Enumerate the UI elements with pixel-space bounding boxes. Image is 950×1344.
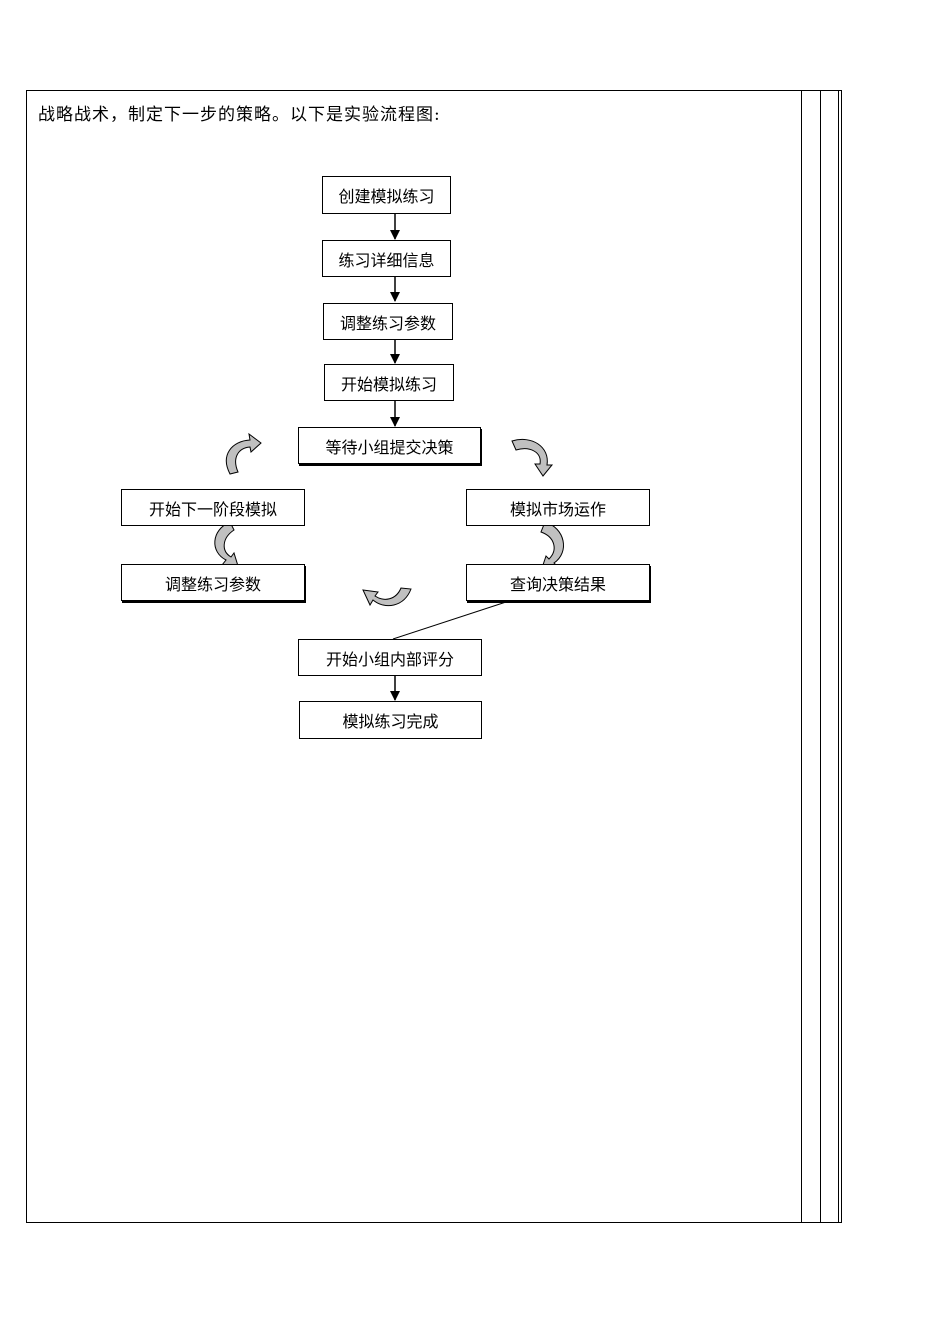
step-complete: 模拟练习完成 [299,701,482,739]
intro-text: 战略战术，制定下一步的策略。以下是实验流程图: [38,105,441,125]
column-divider [820,90,821,1223]
step-adjust-params-2: 调整练习参数 [121,564,305,601]
curved-arrow-icon [214,521,239,567]
step-adjust-params: 调整练习参数 [323,303,453,340]
column-divider [801,90,802,1223]
step-next-stage: 开始下一阶段模拟 [121,489,305,526]
curved-arrow-icon [225,432,262,475]
step-create: 创建模拟练习 [322,176,451,214]
curved-arrow-icon [362,587,412,607]
step-internal-eval: 开始小组内部评分 [298,639,482,676]
step-wait-submit: 等待小组提交决策 [298,427,481,464]
step-details: 练习详细信息 [322,240,451,277]
column-divider [838,90,839,1223]
connector-result-eval [392,601,507,640]
curved-arrow-icon [540,521,564,569]
table-frame [26,90,842,1223]
step-market-run: 模拟市场运作 [466,489,650,526]
step-start: 开始模拟练习 [324,364,454,401]
step-query-result: 查询决策结果 [466,564,650,601]
curved-arrow-icon [511,439,554,477]
